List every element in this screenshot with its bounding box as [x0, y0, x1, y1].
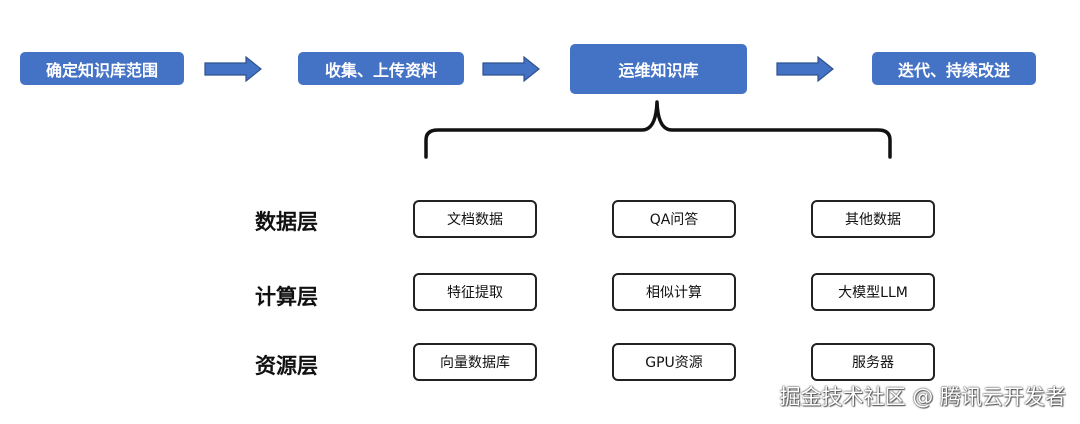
- right-arrow-icon: [776, 56, 834, 82]
- watermark-text: 掘金技术社区 @ 腾讯云开发者: [779, 385, 1066, 409]
- layer-label-data: 数据层: [255, 210, 318, 234]
- box-document-data: 文档数据: [413, 200, 537, 238]
- right-arrow-icon: [204, 56, 262, 82]
- right-arrow-icon: [482, 56, 540, 82]
- box-gpu: GPU资源: [612, 343, 736, 381]
- layer-label-resource: 资源层: [255, 354, 318, 378]
- step-ops-knowledge-base: 运维知识库: [570, 44, 747, 94]
- box-other-data: 其他数据: [811, 200, 935, 238]
- step-collect-upload: 收集、上传资料: [298, 52, 464, 85]
- box-vector-db: 向量数据库: [413, 343, 537, 381]
- curly-brace-icon: [424, 100, 892, 159]
- layer-label-compute: 计算层: [255, 285, 318, 309]
- box-server: 服务器: [811, 343, 935, 381]
- box-similarity-calc: 相似计算: [612, 273, 736, 311]
- step-iterate-improve: 迭代、持续改进: [872, 52, 1036, 85]
- step-define-scope: 确定知识库范围: [20, 52, 184, 85]
- box-feature-extraction: 特征提取: [413, 273, 537, 311]
- box-llm: 大模型LLM: [811, 273, 935, 311]
- box-qa: QA问答: [612, 200, 736, 238]
